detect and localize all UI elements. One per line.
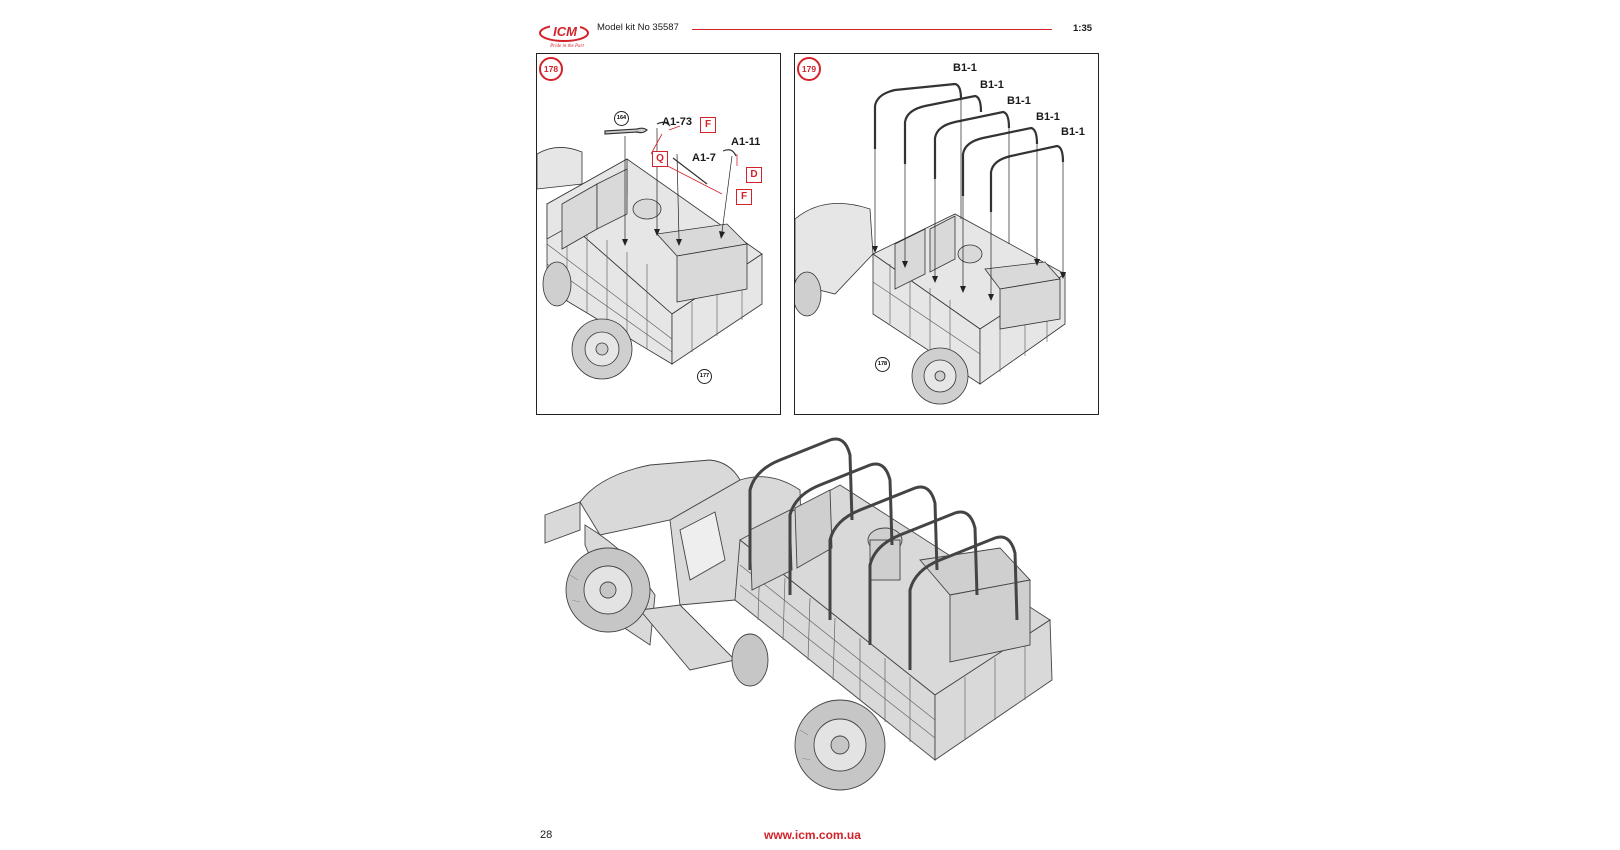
page-number: 28 — [540, 829, 553, 841]
step-178-truck-drawing — [537, 121, 763, 380]
part-b1-1-label-1: B1-1 — [953, 62, 977, 74]
logo-brand: ICM — [553, 24, 578, 39]
part-b1-1-label-2: B1-1 — [980, 79, 1004, 91]
kit-title: Model kit No 35587 — [597, 22, 679, 33]
step-178-panel: 178 164 177 A1-73 F Q A1-7 A1-11 D F — [536, 53, 781, 415]
part-b1-1-label-4: B1-1 — [1036, 111, 1060, 123]
ref-step-177: 177 — [697, 369, 712, 384]
ref-step-164: 164 — [614, 111, 629, 126]
part-b1-1-label-3: B1-1 — [1007, 95, 1031, 107]
step-179-panel: 179 178 B1-1 B1-1 B1-1 B1-1 B1-1 — [794, 53, 1099, 415]
part-b1-1-label-5: B1-1 — [1061, 126, 1085, 138]
part-a1-11-label: A1-11 — [731, 136, 761, 148]
part-a1-73-label: A1-73 — [662, 116, 692, 128]
tag-q: Q — [652, 151, 668, 167]
kit-scale: 1:35 — [1073, 23, 1093, 34]
part-a1-7-label: A1-7 — [692, 152, 716, 164]
header-divider — [692, 29, 1052, 30]
ref-step-178: 178 — [875, 357, 890, 372]
step-179-badge: 179 — [797, 57, 821, 81]
logo-tagline: Pride in the Part — [549, 44, 584, 49]
tag-f-bottom: F — [736, 189, 752, 205]
step-179-truck-drawing — [795, 82, 1066, 405]
icm-logo: ICM Pride in the Part — [537, 16, 593, 50]
step-178-badge: 178 — [539, 57, 563, 81]
tag-f-top: F — [700, 117, 716, 133]
tag-d: D — [746, 167, 762, 183]
website-url[interactable]: www.icm.com.ua — [764, 828, 861, 842]
finished-truck-illustration — [544, 437, 1053, 791]
